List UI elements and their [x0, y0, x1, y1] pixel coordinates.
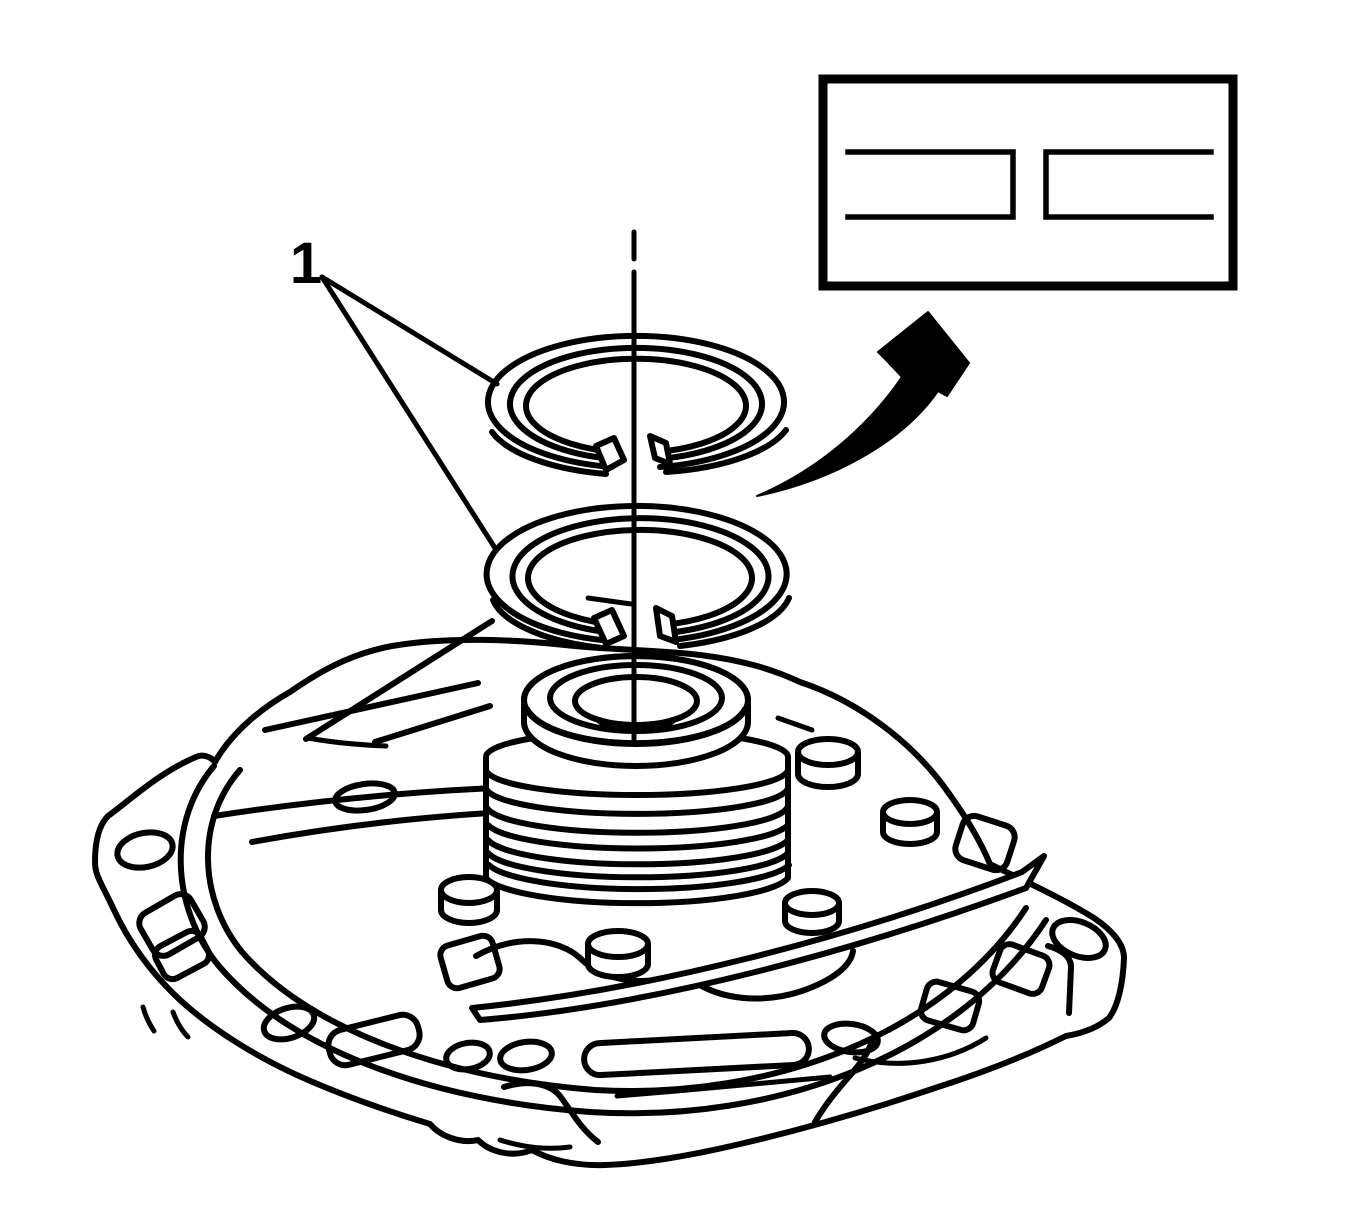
detail-box-frame [818, 74, 1238, 291]
ring-end-left [593, 435, 627, 473]
flange-hole [1049, 917, 1109, 961]
flange-hole [821, 1020, 881, 1056]
rib-line [372, 703, 493, 745]
callout-label: 1 [290, 231, 322, 296]
ring-mid-edge [509, 515, 772, 636]
flange-slot [581, 1029, 812, 1079]
contour-line [614, 1074, 833, 1099]
flange-slot [952, 812, 1018, 874]
boss [795, 736, 861, 790]
contour-line [501, 1080, 601, 1145]
contour-line [170, 1009, 191, 1040]
ring-outer-edge [483, 502, 790, 644]
flange-slot [325, 1011, 423, 1069]
boss [585, 928, 651, 980]
boss [880, 797, 940, 847]
contour-line [689, 948, 856, 1002]
ring-inner-edge [523, 355, 749, 455]
face-hole [332, 780, 398, 814]
rib-line [262, 680, 481, 733]
cover-seam-sliver [469, 853, 1047, 1023]
groove-line [484, 787, 790, 817]
ring-inner-edge [525, 526, 755, 628]
pump-bosses [438, 736, 940, 980]
callout-1: 1 [290, 231, 500, 551]
groove-line [485, 837, 791, 868]
ring-end-left [591, 607, 627, 647]
flange-slot [989, 941, 1053, 997]
ring-thickness-left [489, 429, 609, 477]
flange-hole [497, 1038, 555, 1074]
flange-slot [152, 927, 212, 983]
hub-groove-lines [484, 769, 792, 893]
ring-end-right [653, 605, 679, 645]
contour-line [1045, 943, 1074, 1016]
ring-outer-edge [485, 332, 787, 470]
detail-ring-end-left [845, 149, 1016, 220]
groove-line [484, 805, 790, 836]
ring-thickness-right [677, 595, 792, 649]
rib-line [303, 618, 495, 742]
boss [438, 874, 500, 926]
leader-line-upper-ring [319, 274, 500, 387]
ring-mid-edge [507, 344, 765, 462]
pump-hub [483, 653, 792, 907]
contour-line [140, 1004, 157, 1034]
groove-line [486, 862, 792, 893]
boss [782, 888, 842, 936]
flange-hole [443, 1039, 493, 1073]
face-slot [437, 932, 503, 992]
contour-line [497, 1137, 573, 1151]
flange-hole [260, 1003, 318, 1043]
surface-dash [775, 715, 815, 733]
pump-flange-holes [114, 780, 1109, 1079]
seal-ring-upper [485, 332, 789, 477]
surface-dash [585, 595, 634, 607]
ring-end-gap-detail-box [818, 74, 1238, 291]
groove-line [485, 850, 791, 881]
seal-ring-lower [483, 502, 792, 651]
detail-ring-end-right [1043, 149, 1214, 220]
groove-line [484, 769, 790, 798]
pump-assembly [92, 595, 1127, 1169]
leader-line-lower-ring [319, 274, 498, 551]
detail-arrow [756, 311, 970, 497]
groove-line [485, 822, 791, 852]
ring-end-right [647, 433, 673, 467]
ring-thickness-right [663, 427, 789, 475]
flange-slot [917, 978, 983, 1034]
flange-slot [136, 891, 208, 959]
surface-dash [305, 735, 389, 749]
ring-thickness-left [490, 597, 605, 651]
flange-hole [114, 829, 176, 871]
contour-line [852, 1035, 989, 1066]
